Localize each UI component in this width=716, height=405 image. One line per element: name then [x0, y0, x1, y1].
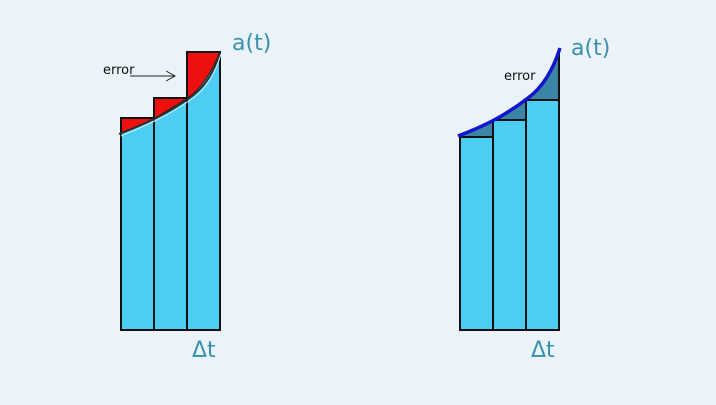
left-bar-3 — [187, 52, 220, 330]
right-step-label: Δt — [531, 338, 555, 363]
right-bar-1 — [459, 136, 494, 331]
left-panel: error a(t) Δt — [103, 31, 271, 363]
left-curve — [118, 51, 221, 135]
right-error-label: error — [504, 69, 536, 84]
left-error-label: error — [103, 63, 135, 78]
left-step-label: Δt — [192, 338, 216, 363]
left-curve-highlight — [120, 53, 222, 137]
left-bar-2 — [154, 99, 187, 330]
left-bar-1 — [121, 120, 154, 330]
left-rect-outline-3 — [186, 51, 221, 331]
right-panel: error a(t) Δt — [457, 36, 610, 363]
right-curve — [457, 47, 562, 138]
right-bar-3 — [525, 99, 560, 331]
left-error-arrow-head — [165, 70, 177, 82]
left-curve-label: a(t) — [232, 31, 271, 56]
right-curve-label: a(t) — [571, 36, 610, 61]
right-bar-2 — [492, 119, 527, 331]
